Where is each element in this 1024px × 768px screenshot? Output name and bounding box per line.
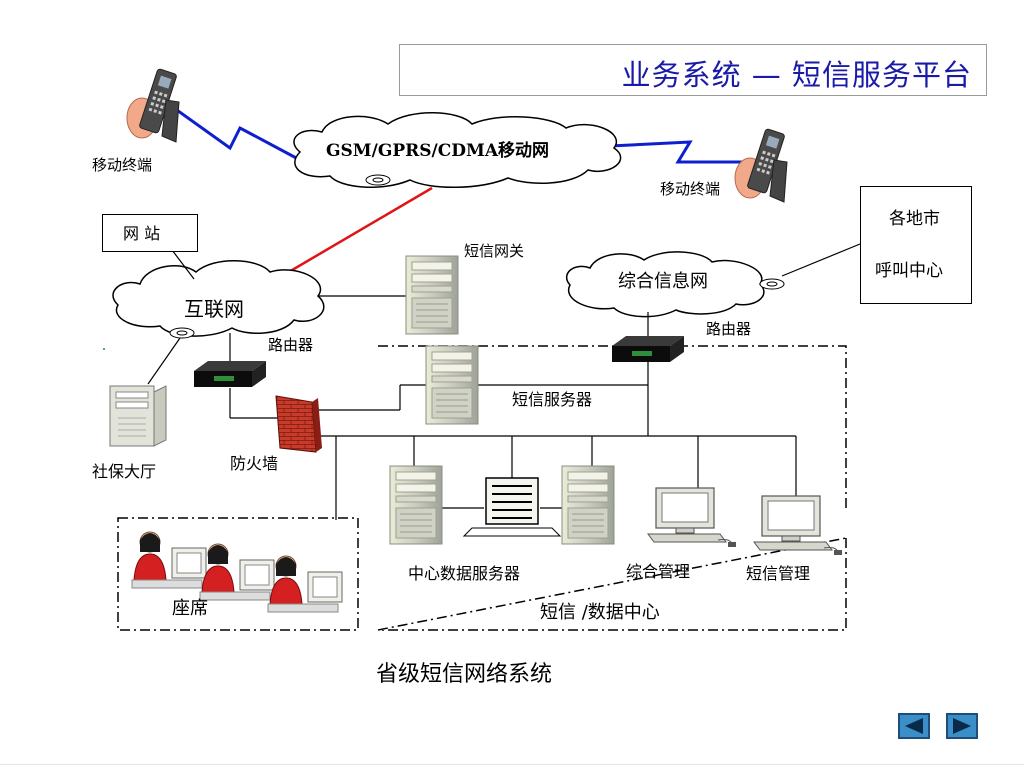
operator-2 [199,543,275,601]
firewall-wall [275,395,322,453]
mobile-phone-right [734,127,788,203]
call-center-box: 各地市 呼叫中心 [860,186,972,304]
mobile-phone-left [126,67,180,143]
diagram-caption: 省级短信网络系统 [376,662,553,687]
sms-server [425,345,479,425]
bottom-rule [0,764,1024,765]
page-title: 业务系统 — 短信服务平台 [621,58,972,92]
central-data-server-label: 中心数据服务器 [408,564,521,583]
integrated-management-label: 综合管理 [626,562,691,581]
mobile-terminal-left-label: 移动终端 [92,156,153,174]
sms-management-label: 短信管理 [746,564,811,583]
website-label: 网 站 [123,224,161,243]
sms-management-pc [753,495,843,556]
next-slide-button[interactable] [946,713,978,739]
prev-slide-button[interactable] [898,713,930,739]
call-center-line1: 各地市 [889,209,940,229]
seats-label: 座席 [172,598,208,619]
operator-1 [131,531,207,589]
wireless-link-left [159,96,301,162]
central-server-right [561,465,615,545]
router-left-label: 路由器 [268,336,314,354]
sms-server-label: 短信服务器 [512,390,593,409]
integrated-management-pc [647,487,737,548]
router-left-device [194,361,266,387]
internet-label: 互联网 [184,297,244,321]
router-right-device [612,336,684,362]
social-security-pc [109,385,167,447]
storage-array [462,477,562,537]
website-box: 网 站 [102,214,198,252]
sms-gateway-server [405,255,459,335]
network-lines [147,243,861,520]
operator-3 [267,555,343,613]
data-center-region [377,345,847,631]
seats-region [117,517,359,631]
router-right-label: 路由器 [706,320,752,338]
sms-gateway-label: 短信网关 [464,242,525,260]
data-center-label: 短信 /数据中心 [540,602,660,623]
integrated-info-net-label: 综合信息网 [618,271,708,292]
internet-mobile-link [269,186,433,285]
mobile-network-cloud [293,112,622,189]
central-server-left [389,465,443,545]
social-security-hall-label: 社保大厅 [92,462,157,481]
mobile-terminal-right-label: 移动终端 [660,180,721,198]
title-box: 业务系统 — 短信服务平台 [399,44,987,96]
triangle-left-icon [905,718,923,734]
wireless-link-right [609,140,748,164]
triangle-right-icon [953,718,971,734]
firewall-label: 防火墙 [230,454,279,473]
call-center-line2: 呼叫中心 [875,261,943,281]
mobile-network-label: GSM/GPRS/CDMA移动网 [326,141,550,161]
